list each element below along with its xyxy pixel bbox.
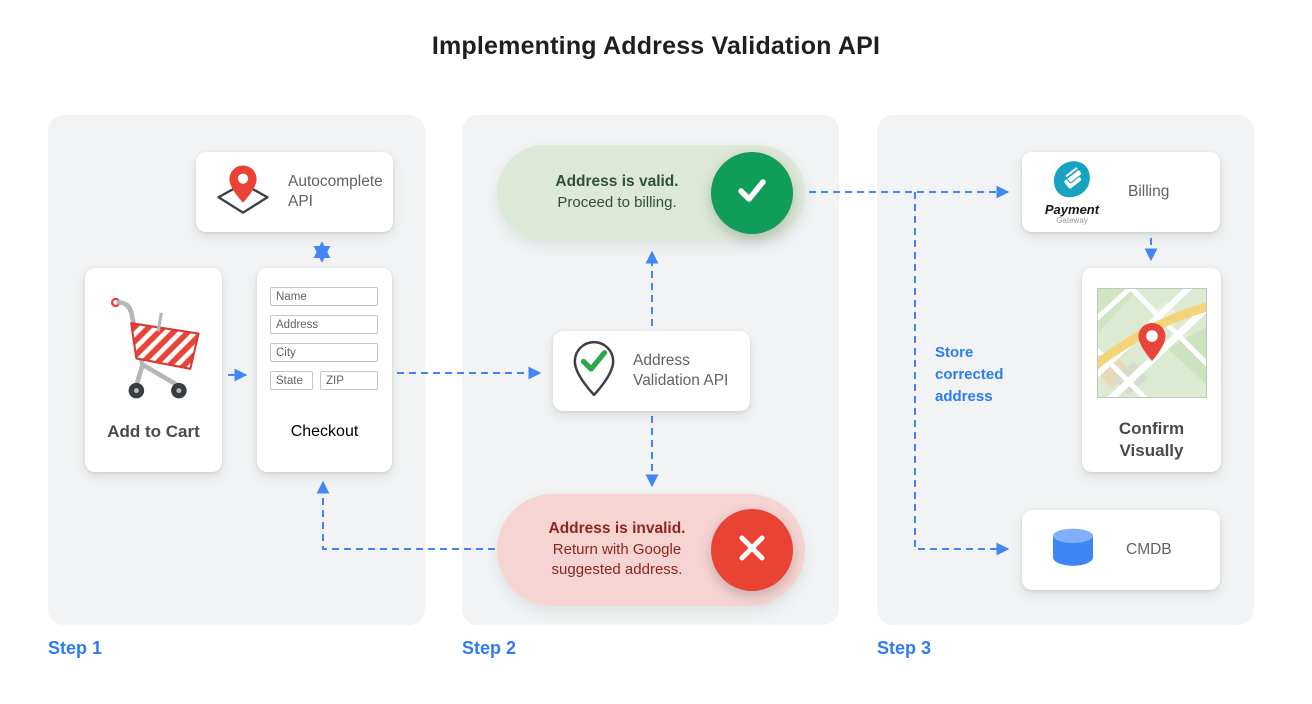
database-icon bbox=[1048, 524, 1098, 577]
autocomplete-api-label: Autocomplete API bbox=[288, 172, 383, 210]
cmdb-label: CMDB bbox=[1126, 540, 1172, 558]
autocomplete-map-pin-icon bbox=[214, 163, 272, 222]
map-thumbnail bbox=[1085, 277, 1218, 411]
invalid-headline: Address is invalid. bbox=[548, 520, 686, 538]
address-field: Address bbox=[270, 315, 378, 334]
autocomplete-api-card: Autocomplete API bbox=[196, 152, 393, 232]
page-title: Implementing Address Validation API bbox=[431, 32, 881, 60]
invalid-body: Return with Google suggested address. bbox=[551, 541, 683, 579]
billing-label: Billing bbox=[1128, 182, 1170, 200]
step3-label: Step 3 bbox=[877, 638, 932, 658]
valid-check-badge bbox=[711, 151, 793, 234]
add-to-cart-label: Add to Cart bbox=[107, 422, 200, 441]
address-valid-result: Address is valid. Proceed to billing. bbox=[497, 145, 805, 240]
add-to-cart-card: Add to Cart bbox=[85, 268, 222, 472]
checkmark-icon bbox=[730, 168, 774, 217]
confirm-visually-label: Confirm Visually bbox=[1118, 419, 1185, 461]
invalid-x-badge bbox=[711, 509, 793, 591]
zip-field: ZIP bbox=[320, 371, 378, 390]
x-icon bbox=[732, 528, 772, 573]
step2-label: Step 2 bbox=[462, 638, 517, 658]
step1-label: Step 1 bbox=[48, 638, 103, 658]
billing-card: Payment Gateway Billing bbox=[1022, 152, 1220, 232]
address-invalid-result: Address is invalid. Return with Google s… bbox=[497, 494, 805, 606]
checkout-label: Checkout bbox=[290, 423, 359, 440]
name-field: Name bbox=[270, 287, 378, 306]
state-field: State bbox=[270, 371, 313, 390]
valid-headline: Address is valid. bbox=[555, 172, 679, 190]
valid-body: Proceed to billing. bbox=[557, 193, 677, 211]
payment-gateway-logo: Payment Gateway bbox=[1040, 160, 1104, 225]
gateway-logo-word: Gateway bbox=[1056, 215, 1088, 225]
payment-logo-word: Payment bbox=[1044, 201, 1100, 217]
store-corrected-address-note: Store corrected address bbox=[935, 344, 1004, 405]
checkout-card: Name Address City State ZIP Checkout bbox=[257, 268, 392, 472]
address-validation-api-label: Address Validation API bbox=[633, 351, 729, 389]
validation-pin-check-icon bbox=[571, 340, 617, 403]
city-field: City bbox=[270, 343, 378, 362]
shopping-cart-icon bbox=[102, 290, 206, 407]
address-validation-api-card: Address Validation API bbox=[553, 331, 750, 411]
cmdb-card: CMDB bbox=[1022, 510, 1220, 590]
confirm-visually-card: Confirm Visually bbox=[1082, 268, 1221, 472]
